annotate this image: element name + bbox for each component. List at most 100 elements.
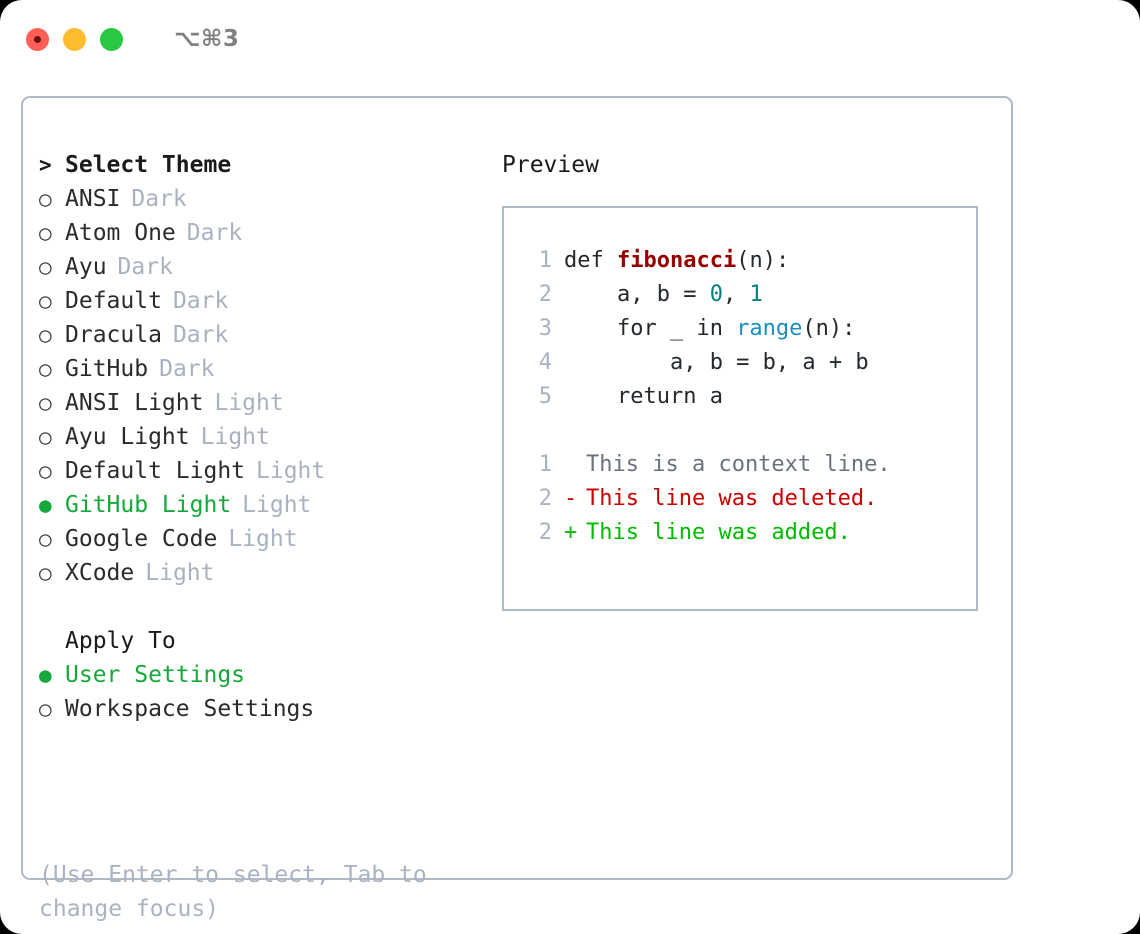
diff-sign bbox=[564, 448, 586, 482]
theme-option-name: Ayu bbox=[65, 254, 107, 280]
theme-option-name: GitHub Light bbox=[65, 492, 232, 518]
code-token-fn: fibonacci bbox=[616, 248, 737, 273]
theme-option-name: Ayu Light bbox=[65, 424, 190, 450]
traffic-lights bbox=[26, 27, 123, 51]
code-line: 2 a, b = 0, 1 bbox=[524, 278, 976, 312]
diff-line-del: 2-This line was deleted. bbox=[524, 482, 976, 516]
theme-option-variant: Light bbox=[214, 390, 284, 416]
keyboard-hint: (Use Enter to select, Tab to change focu… bbox=[39, 862, 427, 922]
radio-selected-icon: ● bbox=[39, 663, 52, 687]
section-spacer bbox=[39, 590, 489, 624]
theme-option[interactable]: ○ ANSI Light Light bbox=[39, 386, 489, 420]
apply-to-header-spacer bbox=[39, 624, 65, 658]
code-line-text: for _ in range(n): bbox=[564, 312, 855, 346]
code-line-number: 5 bbox=[538, 384, 552, 409]
theme-option-name: XCode bbox=[65, 560, 135, 586]
theme-option-variant: Light bbox=[200, 424, 270, 450]
code-token-plain: (n): bbox=[736, 248, 790, 273]
apply-to-option[interactable]: ○Workspace Settings bbox=[39, 692, 489, 726]
code-line-number: 1 bbox=[538, 248, 552, 273]
apply-to-option[interactable]: ● User Settings bbox=[39, 658, 489, 692]
theme-option[interactable]: ○ Google Code Light bbox=[39, 522, 489, 556]
apply-to-option-label: User Settings bbox=[65, 662, 246, 688]
diff-line-add: 2 + This line was added. bbox=[524, 516, 976, 550]
close-dot[interactable] bbox=[26, 27, 49, 51]
preview-title: Preview bbox=[502, 152, 599, 178]
diff-line-number: 2 bbox=[538, 520, 552, 545]
diff-line-number: 2 bbox=[538, 486, 552, 511]
code-line: 4 a, b = b, a + b bbox=[524, 346, 976, 380]
radio-selected-icon: ● bbox=[39, 493, 52, 517]
diff-sign: + bbox=[564, 520, 578, 545]
radio-unselected-icon: ○ bbox=[39, 697, 52, 721]
code-line: 3 for _ in range(n): bbox=[524, 312, 976, 346]
radio-unselected-icon: ○ bbox=[39, 289, 52, 313]
code-line-text: a, b = b, a + b bbox=[564, 346, 869, 380]
theme-option[interactable]: ○ GitHub Dark bbox=[39, 352, 489, 386]
code-token-plain: (n): bbox=[802, 316, 856, 341]
theme-option-variant: Light bbox=[242, 492, 312, 518]
theme-option-variant: Dark bbox=[186, 220, 243, 246]
theme-option-name: Default Light bbox=[65, 458, 246, 484]
theme-option-variant: Dark bbox=[159, 356, 215, 382]
code-line-number: 4 bbox=[538, 350, 552, 375]
radio-unselected-icon: ○ bbox=[39, 527, 52, 551]
apply-to-group: Apply To ● User Settings ○Workspace Setting… bbox=[39, 624, 489, 726]
theme-option-name: Atom One bbox=[65, 220, 176, 246]
theme-option-variant: Light bbox=[256, 458, 326, 484]
theme-option-name: Default bbox=[65, 288, 162, 314]
code-line-number: 3 bbox=[538, 316, 552, 341]
diff-line-text: This line was deleted. bbox=[586, 486, 878, 511]
diff-line-text: This line was added. bbox=[586, 520, 851, 545]
theme-option-name: ANSI Light bbox=[65, 390, 204, 416]
title-bar: ⌥⌘3 bbox=[0, 0, 1140, 78]
diff-sign: - bbox=[564, 486, 578, 511]
caret-icon: > bbox=[39, 153, 52, 177]
theme-option-name: Dracula bbox=[65, 322, 162, 348]
minimize-dot[interactable] bbox=[63, 27, 86, 51]
theme-option[interactable]: ● GitHub Light Light bbox=[39, 488, 489, 522]
radio-unselected-icon: ○ bbox=[39, 391, 52, 415]
diff-spacer bbox=[524, 414, 976, 448]
theme-option-variant: Dark bbox=[131, 186, 187, 212]
code-line: 1 def fibonacci(n): bbox=[524, 244, 976, 278]
maximize-dot[interactable] bbox=[100, 27, 123, 51]
theme-option-variant: Light bbox=[228, 526, 298, 552]
theme-option-variant: Light bbox=[145, 560, 215, 586]
code-token-plain: def bbox=[564, 248, 617, 273]
apply-to-header: Apply To bbox=[39, 624, 489, 658]
theme-option[interactable]: ○ Ayu Light Light bbox=[39, 420, 489, 454]
theme-option[interactable]: ○ XCode Light bbox=[39, 556, 489, 590]
keyboard-shortcut-label: ⌥⌘3 bbox=[174, 26, 240, 52]
code-token-plain: a, b = b, a + b bbox=[564, 350, 869, 375]
theme-option-variant: Dark bbox=[172, 322, 229, 348]
radio-unselected-icon: ○ bbox=[39, 187, 52, 211]
theme-option-name: GitHub bbox=[65, 356, 149, 382]
code-line-text: a, b = 0, 1 bbox=[564, 278, 763, 312]
theme-option-name: Google Code bbox=[65, 526, 218, 552]
radio-unselected-icon: ○ bbox=[39, 357, 52, 381]
diff-line-number: 1 bbox=[538, 452, 552, 477]
radio-unselected-icon: ○ bbox=[39, 255, 52, 279]
code-line: 5 return a bbox=[524, 380, 976, 414]
radio-unselected-icon: ○ bbox=[39, 425, 52, 449]
diff-line-text: This is a context line. bbox=[586, 452, 891, 477]
radio-unselected-icon: ○ bbox=[39, 561, 52, 585]
apply-to-title: Apply To bbox=[65, 628, 176, 654]
code-line-text: def fibonacci(n): bbox=[564, 244, 789, 278]
code-token-builtin: range bbox=[736, 316, 803, 341]
theme-list-header: >Select Theme bbox=[39, 148, 489, 182]
diff-line-context: 1 This is a context line. bbox=[524, 448, 976, 482]
